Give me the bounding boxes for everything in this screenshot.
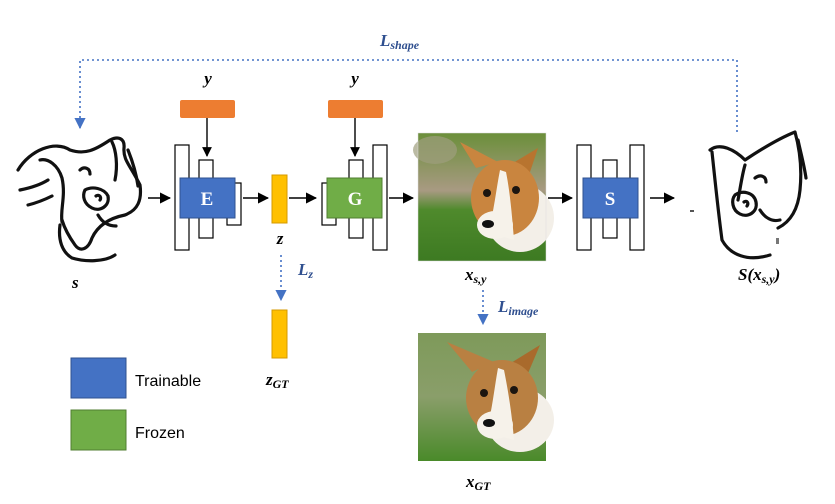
latent-z-block: [271, 174, 288, 224]
gt-image-label: xGT: [465, 472, 491, 493]
condition-y-generator-label: y: [349, 69, 359, 88]
legend: Trainable Frozen: [70, 357, 201, 451]
segmenter-block: [582, 177, 639, 219]
latent-gt-label: zGT: [265, 370, 289, 391]
condition-y-encoder-label: y: [202, 69, 212, 88]
encoder-network: E: [174, 144, 242, 251]
segmenter-network: S: [576, 144, 645, 251]
corgi-photo: [413, 132, 554, 262]
generator-label: G: [348, 189, 363, 210]
corgi-photo: [418, 333, 554, 461]
latent-z-label: z: [276, 229, 284, 248]
condition-y-generator-block: [328, 100, 383, 118]
latent-gt-block: [271, 309, 288, 359]
legend-frozen-label: Frozen: [135, 425, 185, 442]
generator-block: [326, 177, 383, 219]
latent-loss-label: Lz: [297, 260, 313, 281]
generator-network: G: [321, 144, 388, 251]
generated-image-label: xs,y: [464, 265, 487, 286]
shape-loss-label: Lshape: [379, 31, 420, 52]
segmenter-label: S: [605, 189, 616, 210]
legend-trainable-label: Trainable: [135, 373, 201, 390]
input-sketch-label: s: [71, 273, 79, 292]
output-sketch-label: S(xs,y): [738, 265, 780, 286]
encoder-label: E: [201, 189, 214, 210]
shape-loss-path: [74, 59, 738, 132]
image-loss-label: Limage: [497, 297, 539, 318]
input-sketch: [16, 136, 143, 263]
condition-y-encoder-block: [180, 100, 235, 118]
legend-frozen-swatch: [70, 409, 127, 451]
encoder-block: [179, 177, 236, 219]
output-sketch: [690, 130, 808, 260]
legend-trainable-swatch: [70, 357, 127, 399]
